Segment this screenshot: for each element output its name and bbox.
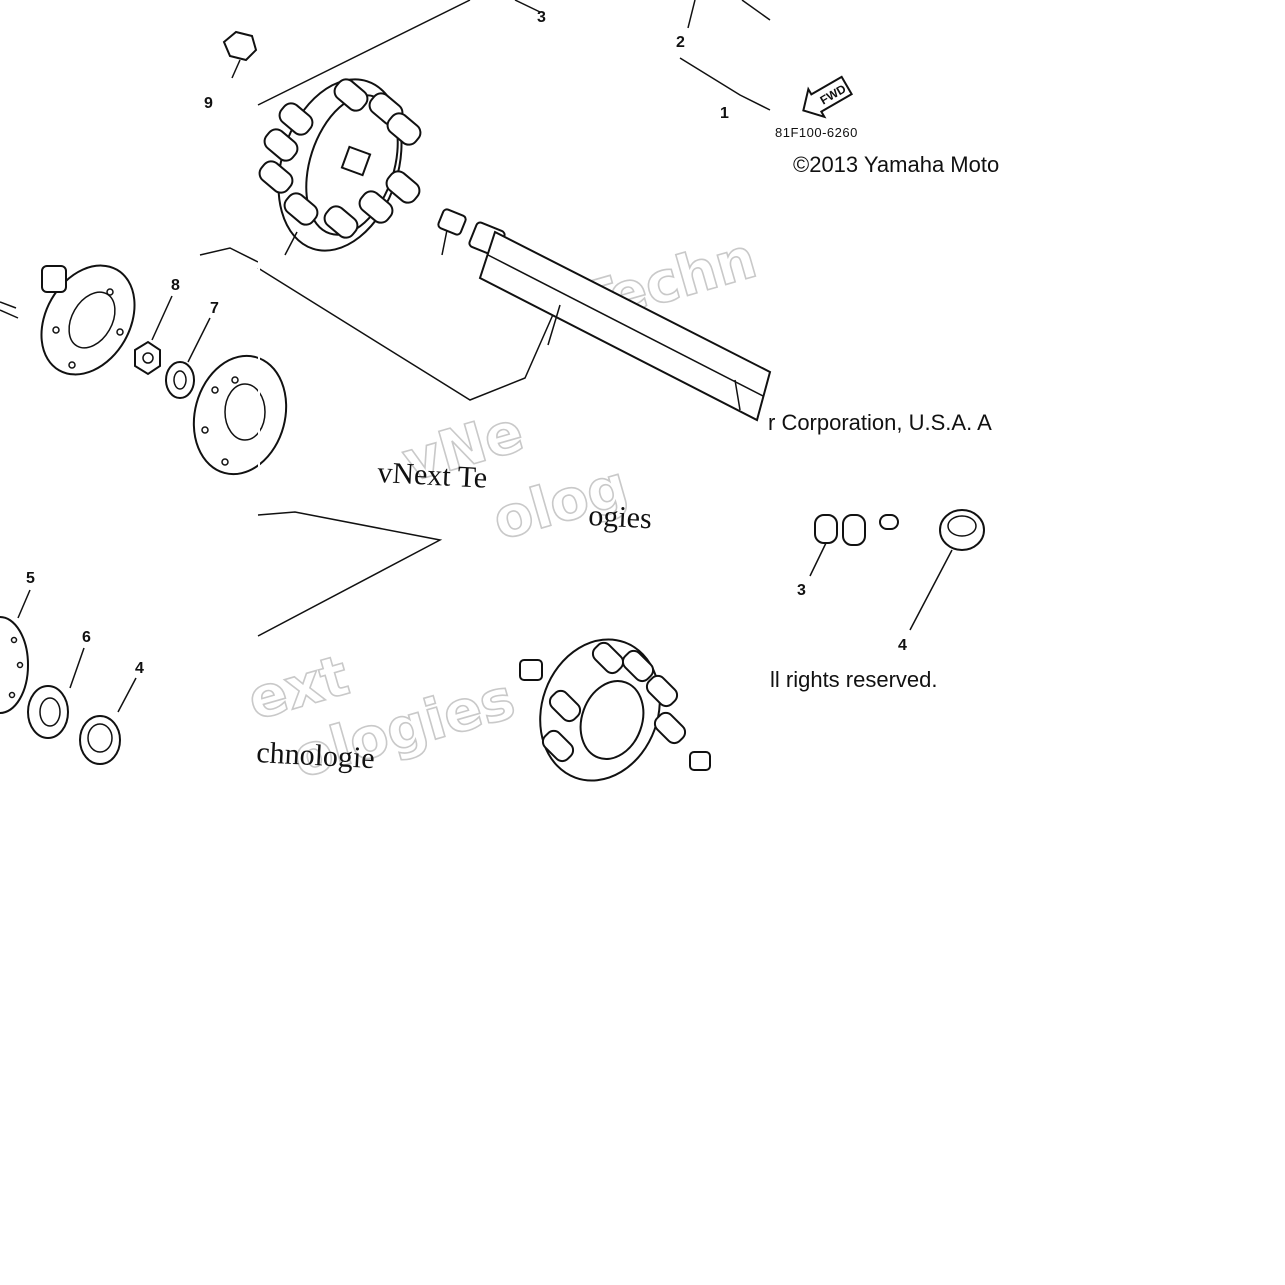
part-code: 81F100-6260	[775, 125, 858, 140]
panel-direction: 2 1 FWD 81F100-6260	[676, 0, 858, 140]
callout-3-bottom: 3	[797, 582, 806, 599]
panel-drive-shaft: 9 3	[204, 0, 772, 422]
watermark-vnext-tech: vNext Te	[377, 456, 488, 495]
callout-4-right: 4	[898, 637, 907, 654]
copyright-line-3: ll rights reserved.	[770, 667, 938, 692]
disk	[0, 616, 29, 714]
copyright-block: ©2013 Yamaha Moto r Corporation, U.S.A. …	[768, 152, 999, 692]
callout-7: 7	[210, 300, 219, 317]
watermark-serif: vNext Te ogies chnologie	[256, 456, 653, 775]
hex-nut	[134, 340, 161, 376]
dowel-pin	[437, 208, 467, 236]
washer	[165, 361, 195, 399]
hub-boss	[41, 265, 67, 293]
panel-hub: 8 7	[0, 247, 288, 476]
fwd-arrow-icon: FWD	[802, 75, 854, 119]
copyright-line-2: r Corporation, U.S.A. A	[768, 410, 992, 435]
panel-ring: 3 4	[797, 509, 985, 654]
callout-1: 1	[720, 105, 729, 122]
callout-9: 9	[204, 95, 213, 112]
watermark-outline: Techn vNe olog ext ologies	[240, 225, 764, 792]
hose-clip	[79, 715, 121, 765]
panel-bearing: 5 6 4	[0, 511, 443, 765]
idler-wheel	[192, 354, 288, 476]
callout-3-top: 3	[537, 9, 546, 26]
drive-sprocket	[258, 78, 422, 252]
watermark-chnologie: chnologie	[256, 736, 376, 775]
hub-plate	[40, 264, 136, 376]
copyright-line-1: ©2013 Yamaha Moto	[793, 152, 999, 177]
panel-driven-sprocket	[519, 638, 711, 782]
callout-8: 8	[171, 277, 180, 294]
flange-nut	[222, 30, 258, 79]
callout-5: 5	[26, 570, 35, 587]
callout-4-left: 4	[135, 660, 144, 677]
watermark-ogies: ogies	[588, 499, 653, 535]
ball-bearing	[27, 685, 69, 739]
callout-6: 6	[82, 629, 91, 646]
callout-2: 2	[676, 34, 685, 51]
